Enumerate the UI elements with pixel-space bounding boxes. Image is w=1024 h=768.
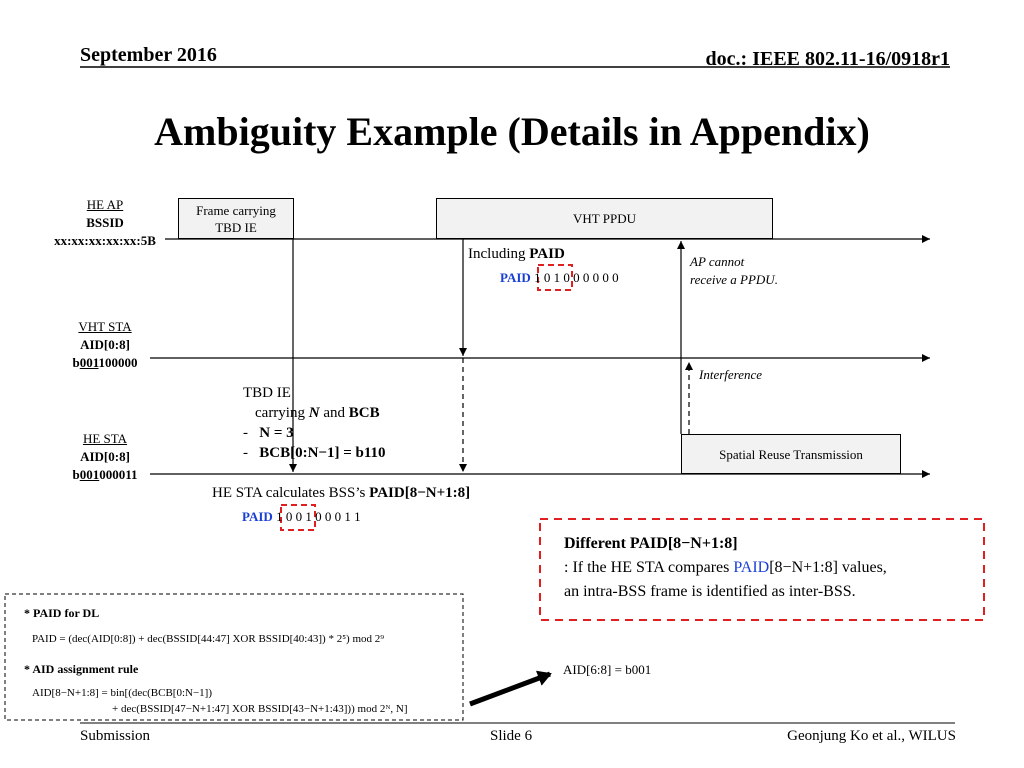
different-paid-note: Different PAID[8−N+1:8] : If the HE STA … bbox=[564, 532, 979, 604]
paid-highlight-1 bbox=[537, 264, 573, 291]
header-date: September 2016 bbox=[80, 44, 217, 66]
interference-text: Interference bbox=[699, 367, 763, 382]
vht-sta-id-value: b001100000 bbox=[72, 355, 138, 370]
he-ap-name: HE AP bbox=[86, 197, 124, 212]
different-paid-title: Different PAID[8−N+1:8] bbox=[564, 535, 738, 552]
he-sta-label: HE STA AID[0:8] b001000011 bbox=[50, 430, 160, 484]
he-sta-id-label: AID[0:8] bbox=[80, 449, 130, 464]
frame-carrying-box: Frame carrying TBD IE bbox=[178, 198, 294, 239]
different-paid-box-border bbox=[539, 518, 985, 621]
header-doc: doc.: IEEE 802.11-16/0918r1 bbox=[705, 48, 950, 70]
he-sta-name: HE STA bbox=[82, 431, 128, 446]
aid-rule-formula-1: AID[8−N+1:8] = bin[(dec(BCB[0:N−1]) bbox=[32, 687, 213, 699]
formula-box-border bbox=[4, 593, 464, 721]
aid-result-arrow bbox=[469, 670, 552, 707]
aid-rule-formula-2: + dec(BSSID[47−N+1:47] XOR BSSID[43−N+1:… bbox=[112, 703, 408, 715]
he-ap-id-value: xx:xx:xx:xx:xx:5B bbox=[54, 233, 156, 248]
vht-sta-name: VHT STA bbox=[78, 319, 132, 334]
different-paid-line1: : If the HE STA compares PAID[8−N+1:8] v… bbox=[564, 559, 887, 576]
paid-bits-he-sta: PAID 1 0 0 1 0 0 0 1 1 bbox=[242, 509, 361, 524]
including-paid-text: Including PAID bbox=[468, 246, 565, 262]
vht-sta-label: VHT STA AID[0:8] b001100000 bbox=[50, 318, 160, 372]
vht-sta-id-label: AID[0:8] bbox=[80, 337, 130, 352]
footer-author: Geonjung Ko et al., WILUS bbox=[787, 728, 956, 744]
footer-slide-number: Slide 6 bbox=[490, 728, 533, 744]
tbd-ie-bcb: - BCB[0:N−1] = b110 bbox=[243, 445, 386, 461]
spatial-reuse-box: Spatial Reuse Transmission bbox=[681, 434, 901, 474]
tbd-ie-carrying: carrying N and BCB bbox=[255, 405, 380, 421]
ap-cannot-text: AP cannot receive a PPDU. bbox=[690, 254, 778, 287]
formula-box: * PAID for DL PAID = (dec(AID[0:8]) + de… bbox=[24, 605, 459, 717]
paid-bits-ap: PAID 1 0 1 0 0 0 0 0 0 bbox=[500, 270, 619, 285]
he-sta-calculates-text: HE STA calculates BSS’s PAID[8−N+1:8] bbox=[212, 485, 471, 501]
tbd-ie-title: TBD IE bbox=[243, 385, 291, 401]
he-sta-id-value: b001000011 bbox=[72, 467, 138, 482]
aid-rule-heading: * AID assignment rule bbox=[24, 662, 139, 676]
he-ap-id-label: BSSID bbox=[86, 215, 124, 230]
different-paid-line2: an intra-BSS frame is identified as inte… bbox=[564, 583, 856, 600]
vht-ppdu-box: VHT PPDU bbox=[436, 198, 773, 239]
he-ap-label: HE AP BSSID xx:xx:xx:xx:xx:5B bbox=[40, 196, 170, 250]
tbd-ie-block: TBD IE carrying N and BCB - N = 3 - BCB[… bbox=[243, 383, 386, 463]
paid-dl-formula: PAID = (dec(AID[0:8]) + dec(BSSID[44:47]… bbox=[32, 633, 385, 645]
tbd-ie-n: - N = 3 bbox=[243, 425, 294, 441]
paid-highlight-2 bbox=[280, 504, 316, 531]
aid-result: AID[6:8] = b001 bbox=[563, 662, 652, 677]
footer-submission: Submission bbox=[80, 728, 151, 744]
page-title: Ambiguity Example (Details in Appendix) bbox=[154, 109, 870, 154]
paid-dl-heading: * PAID for DL bbox=[24, 606, 100, 620]
